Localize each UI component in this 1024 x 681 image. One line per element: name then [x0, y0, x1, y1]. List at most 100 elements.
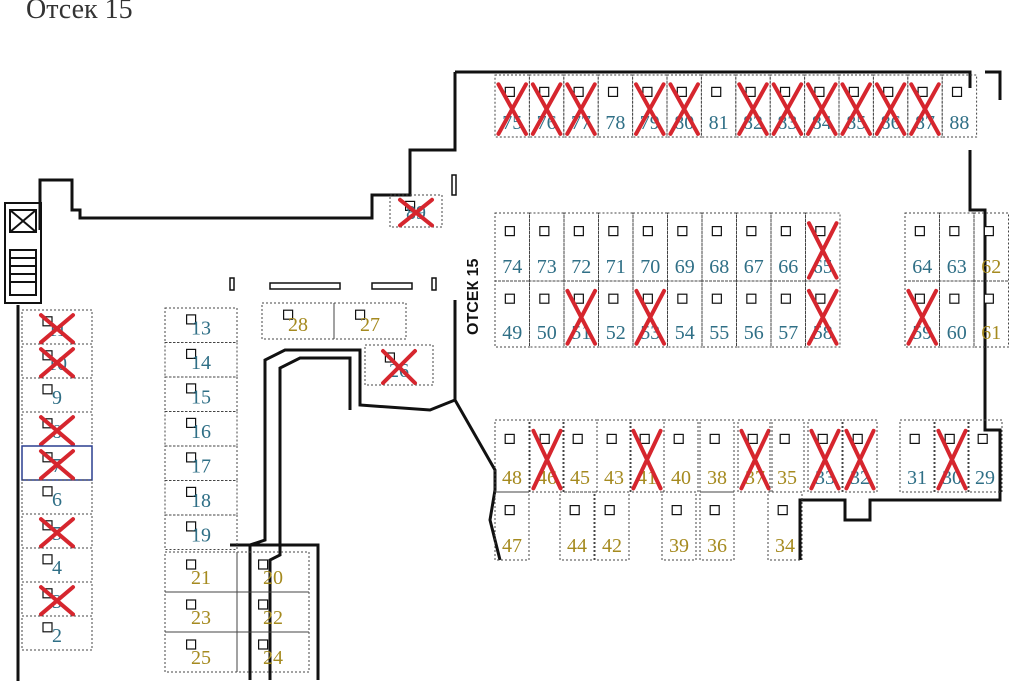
spot-outline	[596, 419, 632, 493]
parking-spot-72[interactable]: 72	[563, 212, 599, 282]
parking-spot-8[interactable]: 8	[21, 411, 93, 447]
parking-spot-marker-icon	[779, 433, 790, 444]
parking-spot-85[interactable]: 85	[838, 74, 874, 138]
parking-spot-51[interactable]: 51	[563, 280, 599, 348]
parking-spot-87[interactable]: 87	[907, 74, 943, 138]
parking-spot-79[interactable]: 79	[632, 74, 668, 138]
parking-spot-22[interactable]: 22	[236, 591, 310, 633]
parking-spot-marker-icon	[814, 86, 825, 98]
parking-spot-78[interactable]: 78	[597, 74, 634, 138]
parking-spot-41[interactable]: 41	[629, 419, 665, 493]
parking-spot-69[interactable]: 69	[667, 212, 703, 282]
parking-spot-57[interactable]: 57	[770, 280, 806, 348]
parking-spot-26[interactable]: 26	[364, 344, 434, 386]
parking-spot-17[interactable]: 17	[164, 445, 238, 481]
parking-spot-58[interactable]: 58	[805, 280, 841, 348]
parking-spot-32[interactable]: 32	[842, 419, 878, 493]
parking-spot-29[interactable]: 29	[967, 419, 1003, 493]
parking-spot-19[interactable]: 19	[164, 514, 238, 550]
parking-spot-38[interactable]: 38	[699, 419, 735, 493]
parking-spot-68[interactable]: 68	[701, 212, 737, 282]
parking-spot-6[interactable]: 6	[21, 479, 93, 515]
spot-outline	[939, 280, 975, 348]
parking-spot-16[interactable]: 16	[164, 411, 238, 447]
parking-spot-86[interactable]: 86	[872, 74, 909, 138]
parking-spot-marker-icon	[951, 86, 963, 98]
parking-spot-39[interactable]: 39	[661, 491, 697, 561]
parking-spot-52[interactable]: 52	[598, 280, 634, 348]
parking-spot-67[interactable]: 67	[736, 212, 772, 282]
parking-spot-77[interactable]: 77	[563, 74, 599, 138]
parking-spot-48[interactable]: 48	[494, 419, 530, 493]
spot-number: 45	[570, 467, 590, 489]
parking-spot-53[interactable]: 53	[632, 280, 668, 348]
parking-spot-43[interactable]: 43	[596, 419, 632, 493]
parking-spot-49[interactable]: 49	[494, 280, 530, 348]
parking-spot-14[interactable]: 14	[164, 342, 238, 378]
parking-spot-84[interactable]: 84	[804, 74, 840, 138]
parking-spot-80[interactable]: 80	[666, 74, 702, 138]
parking-spot-73[interactable]: 73	[529, 212, 565, 282]
parking-spot-74[interactable]: 74	[494, 212, 530, 282]
parking-spot-47[interactable]: 47	[494, 491, 530, 561]
parking-spot-70[interactable]: 70	[632, 212, 668, 282]
parking-spot-33[interactable]: 33	[807, 419, 843, 493]
parking-spot-82[interactable]: 82	[735, 74, 771, 138]
parking-spot-15[interactable]: 15	[164, 376, 238, 412]
parking-spot-60[interactable]: 60	[939, 280, 975, 348]
parking-spot-marker-icon	[607, 86, 619, 98]
parking-spot-7[interactable]: 7	[21, 445, 93, 481]
parking-spot-36[interactable]: 36	[699, 491, 735, 561]
parking-spot-35[interactable]: 35	[769, 419, 805, 493]
parking-spot-65[interactable]: 65	[805, 212, 841, 282]
parking-spot-76[interactable]: 76	[528, 74, 565, 138]
parking-spot-71[interactable]: 71	[598, 212, 634, 282]
parking-spot-10[interactable]: 10	[21, 343, 93, 379]
parking-spot-24[interactable]: 24	[236, 631, 310, 673]
spot-number: 35	[777, 467, 797, 489]
parking-spot-89[interactable]: 89	[389, 194, 443, 228]
parking-spot-11[interactable]: 11	[21, 309, 93, 345]
parking-spot-81[interactable]: 81	[700, 74, 737, 138]
parking-spot-44[interactable]: 44	[559, 491, 595, 561]
parking-spot-56[interactable]: 56	[736, 280, 772, 348]
parking-spot-20[interactable]: 20	[236, 551, 310, 593]
parking-spot-27[interactable]: 27	[333, 302, 407, 340]
parking-spot-40[interactable]: 40	[663, 419, 699, 493]
parking-spot-23[interactable]: 23	[164, 591, 238, 633]
parking-spot-marker-icon	[186, 417, 197, 428]
parking-spot-marker-icon	[745, 86, 756, 98]
parking-spot-3[interactable]: 3	[21, 581, 93, 617]
parking-spot-37[interactable]: 37	[737, 419, 773, 493]
parking-spot-46[interactable]: 46	[529, 419, 565, 493]
parking-spot-2[interactable]: 2	[21, 615, 93, 651]
parking-spot-9[interactable]: 9	[21, 377, 93, 413]
parking-spot-5[interactable]: 5	[21, 513, 93, 549]
parking-spot-21[interactable]: 21	[164, 551, 238, 593]
parking-spot-34[interactable]: 34	[767, 491, 803, 561]
parking-spot-62[interactable]: 62	[973, 212, 1009, 282]
parking-spot-13[interactable]: 13	[164, 307, 238, 343]
parking-spot-59[interactable]: 59	[904, 280, 940, 348]
parking-spot-50[interactable]: 50	[529, 280, 565, 348]
parking-spot-25[interactable]: 25	[164, 631, 238, 673]
parking-spot-61[interactable]: 61	[973, 280, 1009, 348]
parking-spot-30[interactable]: 30	[934, 419, 970, 493]
parking-spot-28[interactable]: 28	[261, 302, 335, 340]
parking-spot-88[interactable]: 88	[941, 74, 978, 138]
parking-spot-66[interactable]: 66	[770, 212, 806, 282]
spot-number: 34	[775, 535, 795, 557]
spot-outline	[494, 280, 530, 348]
parking-spot-marker-icon	[258, 559, 269, 570]
parking-spot-18[interactable]: 18	[164, 480, 238, 516]
parking-spot-4[interactable]: 4	[21, 547, 93, 583]
parking-spot-54[interactable]: 54	[667, 280, 703, 348]
parking-spot-75[interactable]: 75	[494, 74, 530, 138]
parking-spot-55[interactable]: 55	[701, 280, 737, 348]
parking-spot-64[interactable]: 64	[904, 212, 940, 282]
parking-spot-63[interactable]: 63	[939, 212, 975, 282]
parking-spot-42[interactable]: 42	[594, 491, 630, 561]
parking-spot-83[interactable]: 83	[769, 74, 806, 138]
parking-spot-45[interactable]: 45	[562, 419, 598, 493]
parking-spot-31[interactable]: 31	[899, 419, 935, 493]
